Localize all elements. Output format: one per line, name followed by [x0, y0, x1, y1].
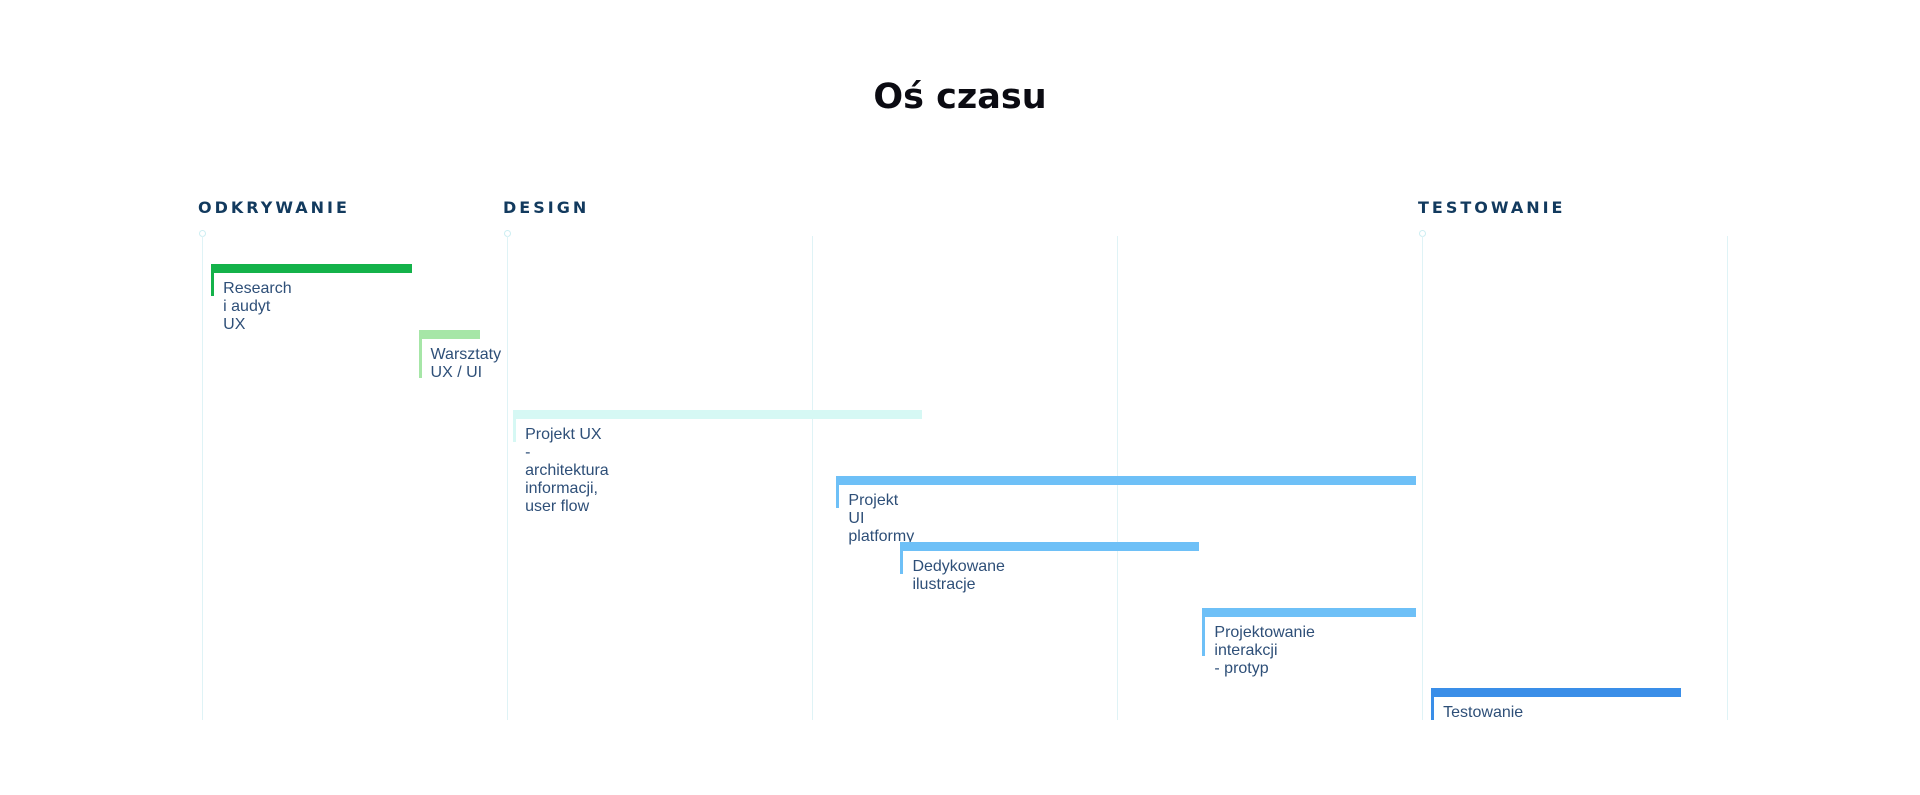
phase-label: DESIGN [503, 198, 590, 217]
task-bar [1202, 608, 1416, 617]
gridline [202, 236, 203, 720]
task-label: Warsztaty UX / UI [430, 346, 502, 381]
task-stem [1202, 608, 1206, 656]
task-label: Projekt UI platformy [848, 492, 915, 545]
phase-label: ODKRYWANIE [198, 198, 350, 217]
phase-label: TESTOWANIE [1418, 198, 1566, 217]
task-label: Dedykowane ilustracje [912, 558, 1005, 593]
gridline [1422, 236, 1423, 720]
gridline [507, 236, 508, 720]
task-label: Research i audyt UX [223, 280, 292, 333]
task-bar [211, 264, 413, 273]
task-stem [513, 410, 517, 442]
task-label: Testowanie [1443, 704, 1524, 721]
task-bar [418, 330, 480, 339]
task-label: Projekt UX - architektura informacji, us… [525, 426, 609, 515]
task-bar [900, 542, 1200, 551]
gridline [812, 236, 813, 720]
task-bar [513, 410, 922, 419]
task-stem [900, 542, 904, 574]
task-stem [211, 264, 215, 296]
task-bar [836, 476, 1416, 485]
gridline [1727, 236, 1728, 720]
task-stem [1431, 688, 1435, 720]
task-label: Projektowanie interakcji - protyp [1214, 624, 1315, 677]
task-stem [836, 476, 840, 508]
page-title: Oś czasu [873, 77, 1047, 117]
task-bar [1431, 688, 1682, 697]
task-stem [418, 330, 422, 378]
